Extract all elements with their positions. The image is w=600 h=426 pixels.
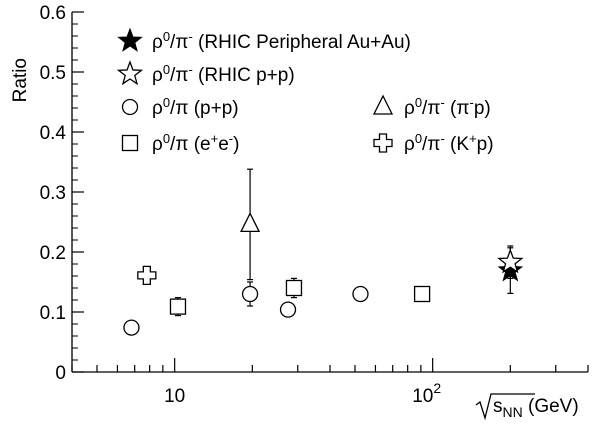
data-point — [413, 285, 431, 303]
open-star-icon — [497, 248, 524, 274]
legend-entry: ρ0/π- (RHIC Peripheral Au+Au) — [117, 27, 411, 54]
data-point — [240, 168, 261, 281]
legend-label-sup: - — [470, 95, 474, 110]
legend-label-text: ρ — [152, 134, 163, 155]
legend-entry: ρ0/π- (RHIC p+p) — [116, 60, 295, 87]
legend-entry: ρ0/π (e+e-) — [121, 131, 239, 156]
legend-label-text: p) — [477, 134, 494, 155]
open-square-icon — [285, 279, 303, 297]
x-tick-label-base: 10 — [412, 386, 433, 407]
open-square-icon — [413, 285, 431, 303]
legend-label-sup: 0 — [163, 131, 170, 146]
legend-label-sup: 0 — [415, 95, 422, 110]
legend-label-text: ρ — [152, 32, 163, 53]
open-circle-icon — [241, 285, 259, 303]
y-axis-ticks: 0 0.1 0.2 0.3 0.4 0.5 0.6 — [40, 3, 84, 384]
legend-label-text: (RHIC Peripheral Au+Au) — [193, 32, 411, 53]
sqrt-sign — [475, 393, 535, 421]
data-points — [123, 168, 524, 336]
legend-label-sup: 0 — [163, 62, 170, 77]
data-point — [241, 281, 259, 307]
y-tick-label: 0.3 — [40, 183, 66, 204]
open-star-icon — [116, 60, 144, 86]
legend-label: ρ0/π (p+p) — [152, 95, 239, 120]
y-tick-label: 0.1 — [40, 303, 66, 324]
x-tick-label: 102 — [412, 380, 441, 407]
legend-label: ρ0/π- (K+p) — [404, 131, 494, 156]
legend-label-text: (RHIC p+p) — [193, 65, 295, 86]
legend-label-text: ρ — [404, 98, 415, 119]
open-circle-icon — [279, 301, 297, 318]
legend-label-text: /π — [170, 98, 188, 119]
legend-label-sup: - — [440, 131, 444, 146]
legend-label-sup: - — [188, 62, 192, 77]
y-tick-label: 0.2 — [40, 243, 66, 264]
legend-label: ρ0/π- (π-p) — [404, 95, 491, 120]
legend-label-text: /π — [422, 134, 440, 155]
y-tick-label: 0.6 — [40, 3, 66, 24]
y-tick-label: 0.5 — [40, 63, 66, 84]
data-point — [497, 245, 524, 279]
x-axis-title-unit: (GeV) — [523, 396, 579, 417]
open-square-icon — [169, 298, 187, 315]
legend-label-text: ) — [233, 134, 239, 155]
legend-label-text: ρ — [152, 98, 163, 119]
open-cross-icon — [137, 265, 157, 286]
data-point — [285, 277, 303, 299]
open-square-icon — [121, 134, 139, 152]
filled-star-icon — [117, 27, 143, 52]
x-tick-label: 10 — [164, 386, 185, 407]
open-triangle-icon — [372, 94, 394, 115]
open-circle-icon — [352, 285, 369, 303]
x-axis-title-sub: NN — [503, 404, 523, 420]
legend-entry: ρ0/π- (π-p) — [372, 94, 491, 120]
legend-label-text: ρ — [404, 134, 415, 155]
legend-label-text: (π — [445, 98, 470, 119]
x-axis-title: sNN (GeV) — [475, 393, 579, 421]
legend-entry: ρ0/π (p+p) — [121, 95, 239, 120]
y-tick-label: 0 — [55, 363, 66, 384]
legend-label-text: /π — [170, 65, 188, 86]
legend-label-sup: 0 — [415, 131, 422, 146]
legend-label-sup: 0 — [163, 29, 170, 44]
data-point — [137, 265, 157, 286]
legend-label-sup: - — [229, 131, 233, 146]
legend-label: ρ0/π- (RHIC Peripheral Au+Au) — [152, 29, 411, 54]
data-point — [169, 297, 187, 317]
legend-label-text: /π — [422, 98, 440, 119]
legend-label-text: (K — [445, 134, 470, 155]
data-point — [352, 285, 369, 303]
legend-label-text: ρ — [152, 65, 163, 86]
x-tick-label-exponent: 2 — [433, 380, 441, 396]
legend-label-sup: 0 — [163, 95, 170, 110]
legend-label-sup: - — [188, 29, 192, 44]
legend-entry: ρ0/π- (K+p) — [373, 131, 494, 156]
legend-label-text: p) — [474, 98, 491, 119]
open-triangle-icon — [240, 211, 261, 233]
legend-label: ρ0/π (e+e-) — [152, 131, 239, 156]
open-cross-icon — [373, 133, 393, 153]
legend-label-sup: - — [440, 95, 444, 110]
y-axis-title: Ratio — [10, 58, 31, 102]
open-circle-icon — [121, 98, 139, 116]
open-circle-icon — [123, 319, 140, 336]
legend-label-sup: + — [211, 131, 219, 146]
data-point — [279, 301, 297, 318]
x-axis-title-text: sNN (GeV) — [493, 396, 579, 420]
legend-label-text: e — [218, 134, 229, 155]
legend-label: ρ0/π- (RHIC p+p) — [152, 62, 295, 87]
legend-label-text: (p+p) — [188, 98, 238, 119]
legend-label-sup: + — [469, 131, 477, 146]
y-tick-label: 0.4 — [40, 123, 67, 144]
legend-label-text: /π — [170, 32, 188, 53]
legend-label-text: (e — [188, 134, 210, 155]
data-point — [123, 319, 140, 336]
x-axis-title-base: s — [493, 396, 503, 417]
legend-label-text: /π — [170, 134, 188, 155]
legend: ρ0/π- (RHIC Peripheral Au+Au)ρ0/π- (RHIC… — [116, 27, 494, 156]
x-tick-label-base: 10 — [164, 386, 185, 407]
